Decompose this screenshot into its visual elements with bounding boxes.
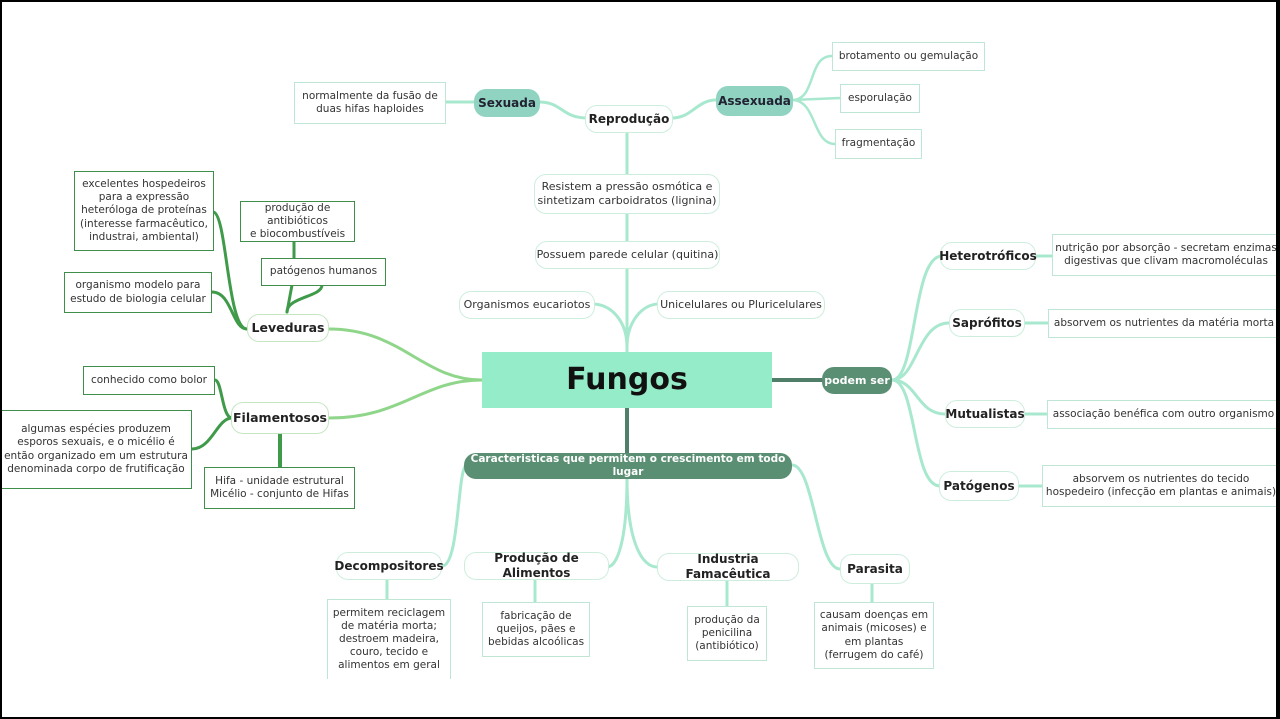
note-leveduras-hospedeiros[interactable]: excelentes hospedeiros para a expressão … — [74, 171, 214, 251]
link-reproducao-sexuada — [537, 100, 589, 120]
link-assexuada-item-1 — [790, 54, 834, 102]
link-podem-patogenos — [890, 378, 942, 488]
link-carac-decompositores — [440, 463, 469, 568]
link-central-leveduras — [327, 327, 484, 382]
topic-decompositores[interactable]: Decompositores — [334, 552, 444, 580]
note-decompositores[interactable]: permitem reciclagem de matéria morta; de… — [327, 599, 451, 679]
link-central-filamentosos — [327, 378, 484, 420]
topic-assexuada[interactable]: Assexuada — [716, 86, 793, 116]
link-filamentosos-note-1 — [213, 378, 234, 420]
link-podem-mutualistas — [890, 378, 947, 416]
note-producao-alimentos[interactable]: fabricação de queijos, pães e bebidas al… — [482, 602, 590, 657]
topic-heterotroficos[interactable]: Heterotróficos — [939, 242, 1037, 270]
topic-podem-ser[interactable]: podem ser — [822, 367, 892, 394]
link-podem-saprofitos — [890, 321, 951, 382]
topic-parede-celular[interactable]: Possuem parede celular (quitina) — [535, 241, 720, 269]
link-assexuada-item-3 — [790, 98, 837, 146]
note-fragmentacao[interactable]: fragmentação — [835, 129, 922, 159]
link-podem-heterotroficos — [890, 254, 944, 382]
note-brotamento[interactable]: brotamento ou gemulação — [832, 42, 985, 71]
link-carac-producao — [605, 476, 629, 569]
topic-producao-alimentos[interactable]: Produção de Alimentos — [464, 551, 609, 580]
note-leveduras-antibioticos[interactable]: produção de antibióticos e biocombustíve… — [240, 201, 355, 242]
link-leveduras-note-3 — [285, 283, 294, 314]
note-parasita[interactable]: causam doenças em animais (micoses) e em… — [814, 602, 934, 669]
topic-caracteristicas[interactable]: Caracteristicas que permitem o crescimen… — [464, 453, 792, 479]
link-trunk-unicelulares — [625, 302, 661, 349]
topic-unicelulares[interactable]: Unicelulares ou Pluricelulares — [657, 291, 825, 319]
note-mutualistas[interactable]: associação benéfica com outro organismo — [1047, 400, 1276, 429]
topic-leveduras[interactable]: Leveduras — [247, 314, 329, 342]
note-filamentosos-esporos[interactable]: algumas espécies produzem esporos sexuai… — [2, 410, 192, 489]
note-leveduras-patogenos[interactable]: patógenos humanos — [261, 258, 386, 286]
topic-industria-farmaceutica[interactable]: Industria Famacêutica — [657, 552, 799, 581]
link-carac-parasita — [790, 463, 842, 571]
topic-mutualistas[interactable]: Mutualistas — [945, 400, 1025, 428]
topic-resistem[interactable]: Resistem a pressão osmótica e sintetizam… — [534, 174, 720, 214]
topic-patogenos[interactable]: Patógenos — [939, 471, 1019, 501]
topic-parasita[interactable]: Parasita — [840, 554, 910, 584]
note-heterotroficos[interactable]: nutrição por absorção - secretam enzimas… — [1052, 234, 1276, 276]
topic-sexuada[interactable]: Sexuada — [474, 89, 540, 117]
link-reproducao-assexuada — [670, 98, 718, 120]
note-sexuada[interactable]: normalmente da fusão de duas hifas haplo… — [294, 82, 446, 124]
topic-saprofitos[interactable]: Saprófitos — [949, 309, 1025, 337]
link-carac-industria — [625, 476, 659, 569]
link-leveduras-note-1 — [211, 210, 249, 331]
topic-reproducao[interactable]: Reprodução — [585, 105, 673, 133]
note-leveduras-modelo[interactable]: organismo modelo para estudo de biologia… — [64, 272, 212, 313]
note-esporulacao[interactable]: esporulação — [840, 84, 920, 113]
topic-filamentosos[interactable]: Filamentosos — [231, 402, 329, 434]
link-assexuada-item-2 — [790, 96, 842, 102]
link-filamentosos-note-2 — [190, 416, 234, 451]
link-trunk-eucariotos — [590, 302, 629, 349]
central-topic[interactable]: Fungos — [482, 352, 772, 408]
topic-eucariotos[interactable]: Organismos eucariotos — [459, 291, 595, 319]
link-leveduras-note-2 — [210, 290, 249, 331]
note-patogenos[interactable]: absorvem os nutrientes do tecido hospede… — [1042, 465, 1276, 507]
note-filamentosos-hifa[interactable]: Hifa - unidade estrutural Micélio - conj… — [204, 467, 355, 509]
note-saprofitos[interactable]: absorvem os nutrientes da matéria morta — [1048, 309, 1276, 338]
note-industria-farmaceutica[interactable]: produção da penicilina (antibiótico) — [687, 606, 767, 661]
note-filamentosos-bolor[interactable]: conhecido como bolor — [83, 366, 215, 395]
